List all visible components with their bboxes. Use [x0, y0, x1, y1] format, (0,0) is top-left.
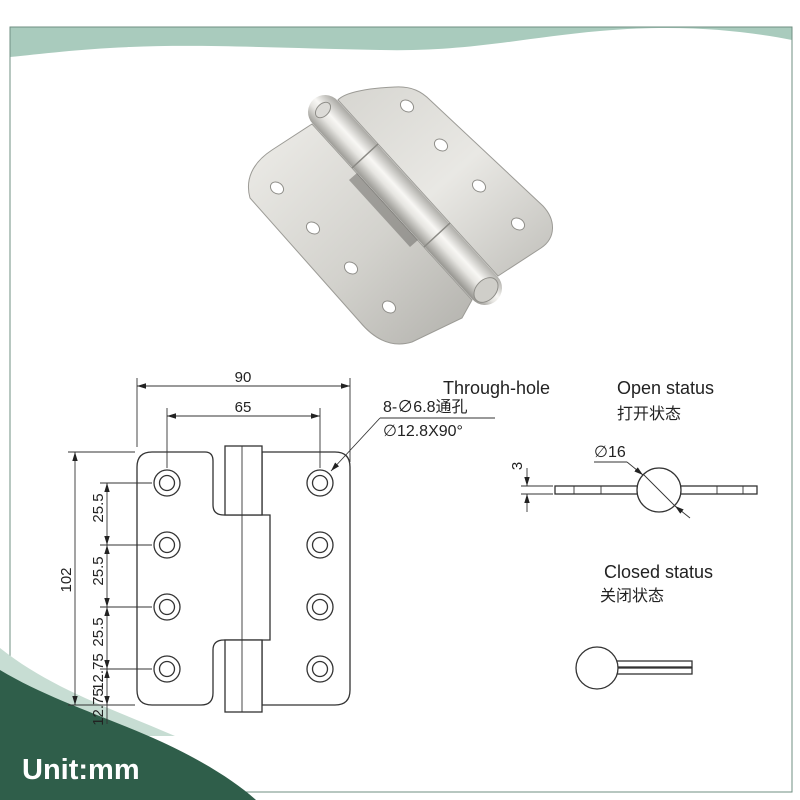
pitch-label: 12.75 [90, 653, 107, 691]
hinge-photo-leaf-slot [349, 173, 418, 247]
hinge-photo-pin-top [314, 101, 332, 119]
hinge-photo-hole [433, 138, 449, 152]
hinge-photo-hole [471, 179, 487, 193]
closed-status-title: Closed status [604, 562, 713, 582]
countersunk-hole [153, 655, 181, 683]
page-frame [9, 26, 793, 793]
closed-status-view: Closed status 关闭状态 [575, 562, 713, 690]
bottom-wave-shape [0, 670, 256, 800]
open-status-view: Open status 打开状态 ∅16 3 [509, 378, 758, 519]
countersunk-hole [153, 593, 181, 621]
hinge-photo-hole [510, 217, 526, 231]
knuckle-diameter-leader [674, 505, 691, 519]
bottom-knuckle [224, 639, 263, 713]
closed-knuckle-circle [575, 646, 619, 690]
hinge-photo-hole [343, 261, 359, 275]
hinge-photo-knuckle [308, 95, 502, 305]
through-hole-callout: Through-hole 8-∅6.8通孔 ∅12.8X90° [330, 378, 550, 472]
pitch-label: 12.75 [90, 688, 107, 726]
through-hole-countersink-spec: ∅12.8X90° [383, 423, 463, 440]
through-hole-title: Through-hole [443, 378, 550, 398]
countersunk-hole [306, 593, 334, 621]
closed-status-title-cn: 关闭状态 [600, 587, 664, 605]
hinge-photo [248, 86, 553, 345]
front-view-dimensions: 90 65 102 25.5 25.5 25.5 12.75 12.75 [58, 369, 351, 726]
knuckle-diameter-leader [626, 461, 644, 476]
hinge-photo-hole [305, 221, 321, 235]
front-view-drawing [136, 445, 351, 713]
countersunk-hole [153, 469, 181, 497]
hole-spacing-dimension-label: 65 [235, 399, 252, 416]
width-dimension-label: 90 [235, 369, 252, 386]
hinge-photo-hole [381, 300, 397, 314]
closed-leaf-plate [611, 660, 693, 668]
hinge-photo-knuckle-joint [423, 222, 451, 248]
knuckle-diameter-label: ∅16 [594, 444, 626, 461]
countersunk-hole [153, 531, 181, 559]
unit-label: Unit:mm [22, 754, 140, 786]
hinge-photo-hole [269, 181, 285, 195]
callout-leader [330, 417, 381, 472]
hinge-photo-pin-bottom [473, 277, 499, 303]
hinge-photo-hole [399, 99, 415, 113]
open-status-title-cn: 打开状态 [617, 405, 681, 423]
right-leaf-outline [261, 451, 351, 706]
countersunk-hole [306, 469, 334, 497]
pitch-label: 25.5 [90, 493, 107, 522]
hinge-photo-right-leaf [337, 86, 553, 277]
countersunk-hole [306, 531, 334, 559]
pitch-label: 25.5 [90, 556, 107, 585]
pitch-label: 25.5 [90, 617, 107, 646]
knuckle-diameter-line [642, 473, 676, 507]
through-hole-count-spec: 8-∅6.8通孔 [383, 398, 467, 416]
open-status-title: Open status [617, 378, 714, 398]
hinge-photo-knuckle-joint [351, 143, 379, 169]
height-dimension-label: 102 [58, 567, 75, 592]
top-wave-shape [10, 27, 792, 57]
thickness-dimension-label: 3 [509, 462, 526, 470]
top-knuckle [224, 445, 263, 516]
countersunk-hole [306, 655, 334, 683]
hinge-photo-left-leaf [248, 123, 473, 345]
closed-leaf-plate [611, 667, 693, 675]
